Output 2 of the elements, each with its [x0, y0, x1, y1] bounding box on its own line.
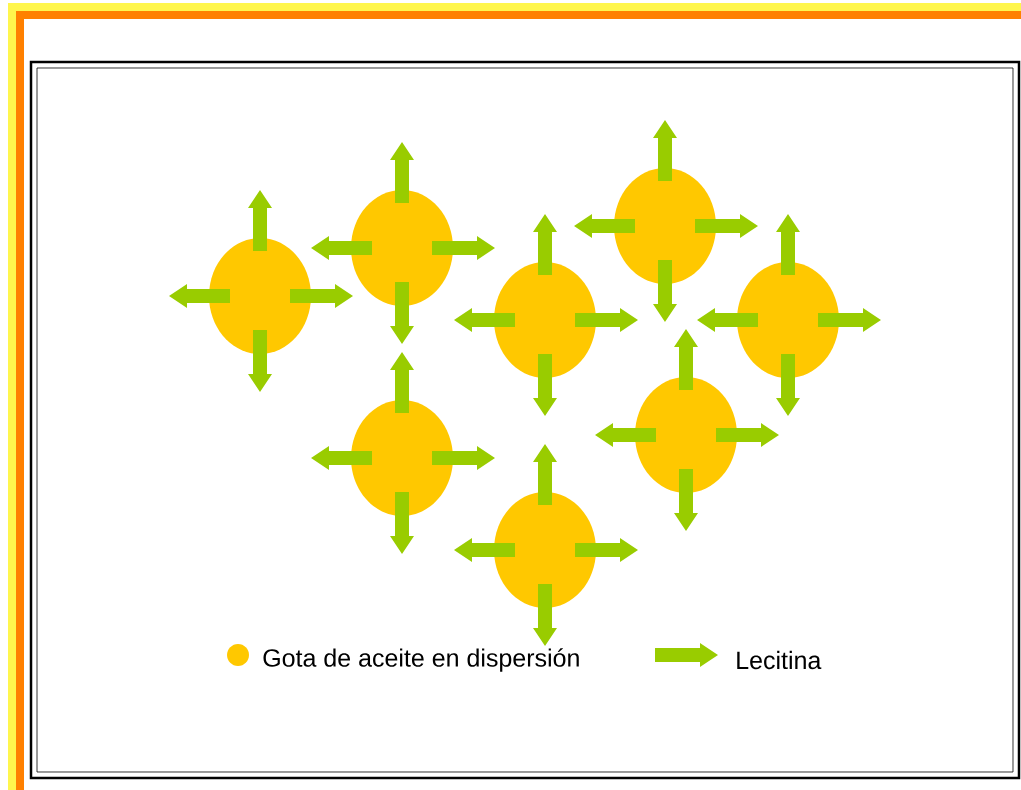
- legend-label: Lecitina: [737, 650, 822, 670]
- legend-label: Gota de aceite en dispersión: [263, 648, 579, 672]
